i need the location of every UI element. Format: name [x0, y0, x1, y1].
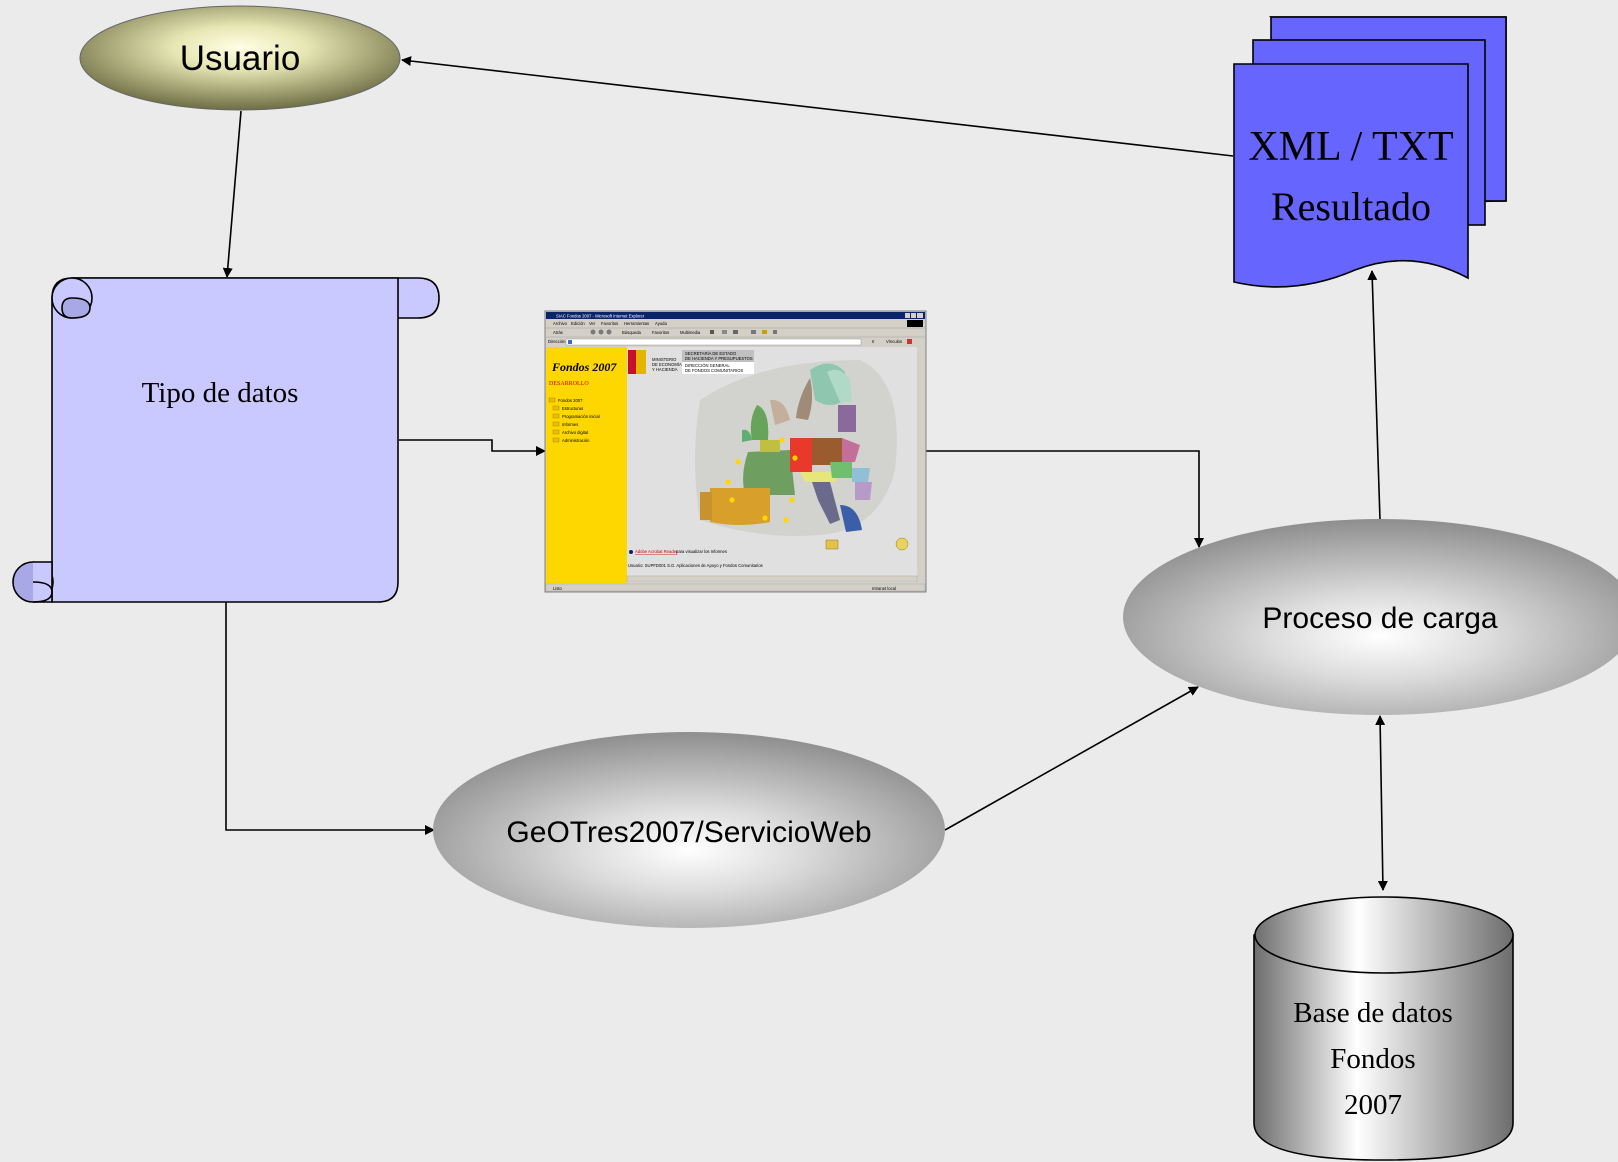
europe-map	[695, 360, 897, 536]
app-menu-item: Archivo digital	[562, 430, 588, 435]
star-icon	[762, 515, 768, 521]
browser-address-label: Dirección	[548, 339, 566, 344]
browser-status-right: Intranet local	[872, 586, 896, 591]
app-menu-item: Estructuras	[562, 406, 583, 411]
star-icon	[779, 437, 785, 443]
edge-proceso-to-xml	[1367, 270, 1381, 521]
proceso-carga-label: Proceso de carga	[1262, 602, 1497, 635]
app-menu-item: Programación inicial	[562, 414, 600, 419]
app-title: Fondos 2007	[551, 360, 617, 374]
browser-favorites-button: Favoritos	[652, 330, 669, 335]
usuario-node: Usuario	[79, 5, 401, 111]
browser-search-button: Búsqueda	[622, 330, 642, 335]
adobe-link: Adobe Acrobat Reader	[635, 549, 678, 554]
edge-usuario-to-tipo	[222, 110, 242, 278]
secretaria-line: DE HACIENDA Y PRESUPUESTOS	[685, 356, 753, 361]
browser-status-left: Listo	[553, 586, 563, 591]
database-label-line1: Base de datos	[1293, 997, 1452, 1029]
database-label-line2: Fondos	[1330, 1043, 1415, 1075]
database-label-line3: 2007	[1344, 1089, 1402, 1121]
browser-menu-item: Archivo	[553, 321, 568, 326]
edge-proceso-basedatos	[1375, 715, 1388, 891]
edge-browser-to-proceso	[926, 450, 1204, 548]
edge-tipo-to-browser	[399, 439, 546, 456]
edge-tipo-to-servicio	[225, 602, 435, 835]
coat-of-arms-icon	[628, 350, 636, 374]
xml-label-line2: Resultado	[1271, 184, 1431, 229]
browser-menu-item: Ayuda	[655, 321, 667, 326]
app-subtitle: DESARROLLO	[549, 381, 589, 387]
tipo-datos-label: Tipo de datos	[142, 377, 299, 409]
servicio-web-label: GeOTres2007/ServicioWeb	[506, 816, 871, 849]
browser-menu-item: Herramientas	[624, 321, 649, 326]
star-icon	[792, 455, 798, 461]
user-line: Usuario: SUPFD001 S.G. Aplicaciones de A…	[628, 563, 763, 568]
star-icon	[725, 479, 731, 485]
xml-result-node: XML / TXT Resultado	[1233, 16, 1507, 288]
tipo-datos-node: Tipo de datos	[12, 277, 440, 603]
star-icon	[789, 497, 795, 503]
ministry-line: DE ECONOMÍA	[652, 362, 682, 367]
browser-menu-item: Favoritos	[601, 321, 618, 326]
mail-icon	[825, 539, 839, 550]
at-sign-icon	[895, 537, 909, 551]
direccion-line: DE FONDOS COMUNITARIOS	[685, 368, 744, 373]
star-icon	[735, 459, 741, 465]
direccion-line: DIRECCIÓN GENERAL	[685, 363, 730, 368]
ministry-line: Y HACIENDA	[652, 367, 678, 372]
browser-multimedia-button: Multimedia	[680, 330, 701, 335]
proceso-carga-node: Proceso de carga	[1123, 519, 1618, 715]
star-icon	[729, 497, 735, 503]
database-node: Base de datos Fondos 2007	[1253, 896, 1514, 1161]
browser-links-label: Vínculos	[886, 339, 902, 344]
xml-label-line1: XML / TXT	[1248, 124, 1453, 170]
app-menu-tree: Fondos 2007 Estructuras Programación ini…	[548, 397, 600, 443]
browser-menu-item: Ver	[589, 321, 596, 326]
usuario-label: Usuario	[180, 39, 301, 78]
adobe-icon	[629, 550, 633, 554]
browser-menu: Archivo Edición Ver Favoritos Herramient…	[553, 321, 667, 326]
ministry-line: MINISTERIO	[652, 357, 677, 362]
browser-menu-item: Edición	[571, 321, 585, 326]
app-menu-item: Fondos 2007	[558, 398, 583, 403]
browser-back-button: Atrás	[553, 330, 563, 335]
app-menu-item: Informes	[562, 422, 578, 427]
edge-servicio-to-proceso	[944, 686, 1199, 831]
secretaria-line: SECRETARÍA DE ESTADO	[685, 351, 737, 356]
app-menu-item: Administración	[562, 438, 590, 443]
star-icon	[783, 517, 789, 523]
adobe-text: para visualizar los Informes	[676, 549, 727, 554]
browser-window-title: SIAC Fondos 2007 - Microsoft Internet Ex…	[556, 314, 645, 319]
edge-xml-to-usuario	[401, 56, 1234, 157]
browser-screenshot: SIAC Fondos 2007 - Microsoft Internet Ex…	[544, 310, 927, 593]
browser-go-button: Ir	[872, 339, 875, 344]
servicio-web-node: GeOTres2007/ServicioWeb	[433, 732, 945, 928]
